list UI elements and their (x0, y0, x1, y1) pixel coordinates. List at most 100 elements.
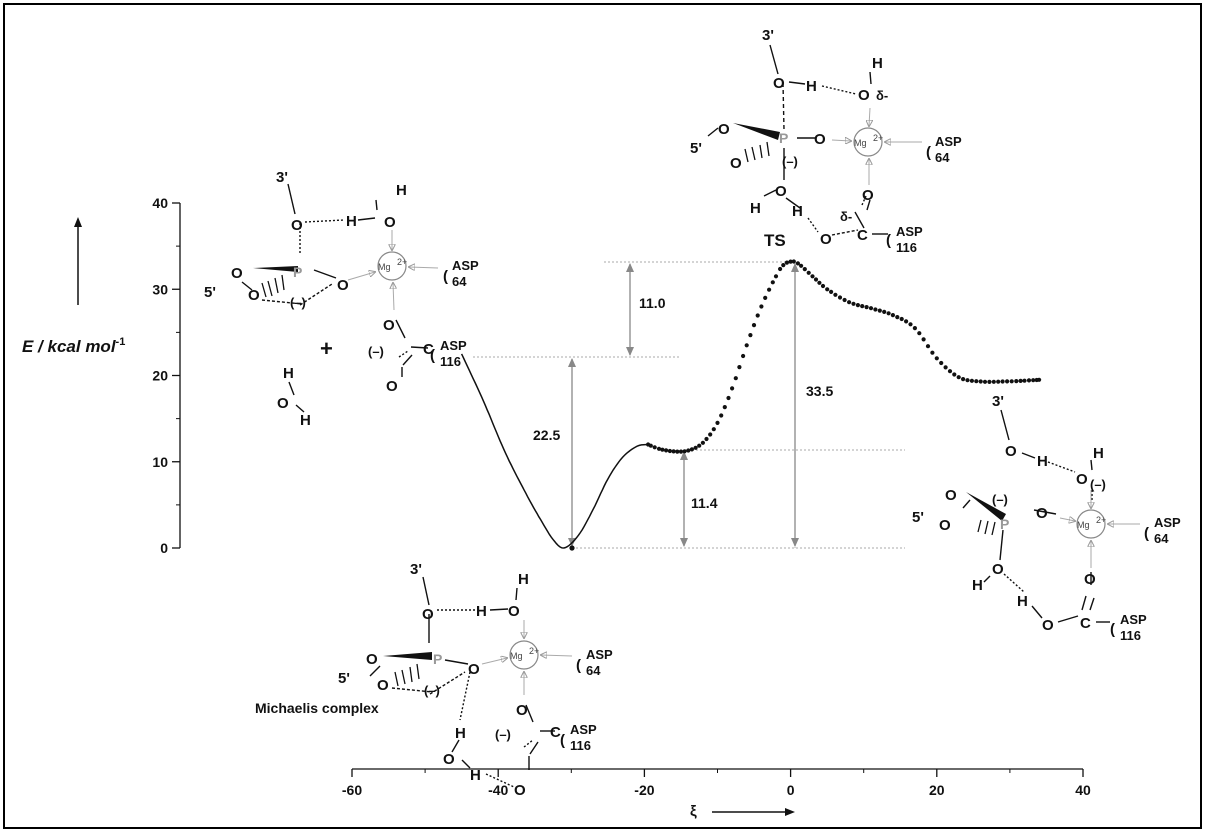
svg-text:64: 64 (586, 663, 601, 678)
svg-text:O: O (858, 87, 870, 104)
svg-text:H: H (750, 200, 761, 217)
svg-text:2+: 2+ (873, 133, 883, 143)
svg-text:O: O (514, 782, 526, 799)
y-tick-label: 30 (152, 281, 168, 297)
curve-point (890, 313, 896, 318)
michaelis-label: Michaelis complex (255, 700, 379, 716)
y-tick-label: 0 (160, 540, 168, 556)
curve-point (719, 413, 724, 418)
minimum-point (569, 545, 575, 551)
svg-text:O: O (422, 606, 434, 623)
x-tick-label: -20 (634, 782, 654, 798)
x-tick-label: 0 (787, 782, 795, 798)
curve-point (868, 306, 874, 311)
curve-point (675, 449, 680, 454)
svg-text:H: H (300, 412, 311, 429)
y-tick-label: 40 (152, 195, 168, 211)
curve-point (996, 379, 1001, 384)
curve-point (987, 379, 992, 384)
svg-text:C: C (550, 724, 561, 741)
curve-point (693, 445, 698, 450)
curve-point (726, 395, 731, 401)
svg-text:2+: 2+ (397, 257, 407, 267)
svg-text:(–): (–) (1090, 477, 1106, 492)
svg-text:C: C (1080, 615, 1091, 632)
structure-michaelis: 3' O H H O P O O 5' O (–) Mg 2+ ( ASP 64… (338, 561, 613, 799)
curve-point (689, 447, 695, 452)
curve-point (648, 443, 653, 448)
svg-text:O: O (291, 217, 303, 234)
curve-point (833, 292, 838, 297)
svg-text:O: O (718, 121, 730, 138)
curve-point (711, 427, 716, 432)
svg-text:(: ( (430, 347, 435, 364)
svg-text:H: H (470, 767, 481, 784)
structure-reactant: 3' O H H O P O O 5' O (–) Mg 2+ ( ASP 64… (204, 169, 479, 429)
svg-text:(–): (–) (782, 154, 798, 169)
x-tick-label: -60 (342, 782, 362, 798)
curve-point (882, 309, 887, 314)
svg-text:O: O (1042, 617, 1054, 634)
annotation-33-5: 33.5 (806, 383, 833, 399)
curve-point (744, 343, 749, 348)
curve-point (947, 369, 953, 374)
svg-text:H: H (806, 78, 817, 95)
curve-point (895, 315, 900, 320)
svg-text:O: O (468, 661, 480, 678)
y-axis-label: E / kcal mol-1 (22, 336, 125, 356)
curve-point (708, 432, 713, 437)
svg-text:116: 116 (440, 354, 461, 369)
curve-point (1026, 378, 1032, 383)
curve-point (1009, 379, 1014, 384)
svg-text:ASP: ASP (452, 258, 479, 273)
curve-point (820, 283, 826, 289)
curve-point (664, 448, 669, 453)
plus-sign: + (320, 336, 333, 361)
curve-point (908, 322, 913, 327)
y-axis-label-text: E / kcal mol (22, 337, 117, 356)
svg-text:ASP: ASP (1154, 515, 1181, 530)
svg-text:116: 116 (570, 738, 591, 753)
svg-text:ASP: ASP (586, 647, 613, 662)
curve-point (965, 378, 970, 383)
svg-text:C: C (857, 227, 868, 244)
svg-text:3': 3' (276, 169, 288, 186)
svg-text:O: O (377, 677, 389, 694)
svg-text:5': 5' (204, 284, 216, 301)
curve-point (860, 304, 865, 309)
svg-text:δ-: δ- (876, 88, 888, 103)
svg-text:O: O (366, 651, 378, 668)
y-tick-label: 10 (152, 454, 168, 470)
curve-point (682, 449, 687, 454)
curve-point (837, 295, 843, 300)
curve-point (733, 376, 738, 381)
svg-text:(–): (–) (290, 295, 306, 310)
svg-text:3': 3' (410, 561, 422, 578)
svg-text:δ-: δ- (840, 209, 852, 224)
curve-point (921, 337, 926, 342)
curve-point (982, 379, 988, 384)
curve-point (1014, 379, 1019, 384)
annotation-11-4: 11.4 (691, 495, 718, 511)
energy-arrows (568, 263, 799, 547)
curve-point (855, 303, 861, 308)
svg-text:ASP: ASP (1120, 612, 1147, 627)
svg-text:O: O (386, 378, 398, 395)
svg-text:H: H (792, 203, 803, 220)
curve-point (784, 260, 790, 265)
curve-point (930, 350, 935, 355)
curve-point (802, 267, 807, 272)
curve-point (741, 353, 746, 359)
curve-point (904, 319, 909, 324)
svg-text:2+: 2+ (529, 646, 539, 656)
curve-point (781, 263, 786, 268)
curve-point (697, 443, 702, 448)
svg-text:H: H (476, 603, 487, 620)
curve-point (961, 377, 966, 382)
curve-point (943, 365, 948, 370)
svg-text:(: ( (1110, 621, 1115, 638)
curve-point (759, 304, 764, 309)
